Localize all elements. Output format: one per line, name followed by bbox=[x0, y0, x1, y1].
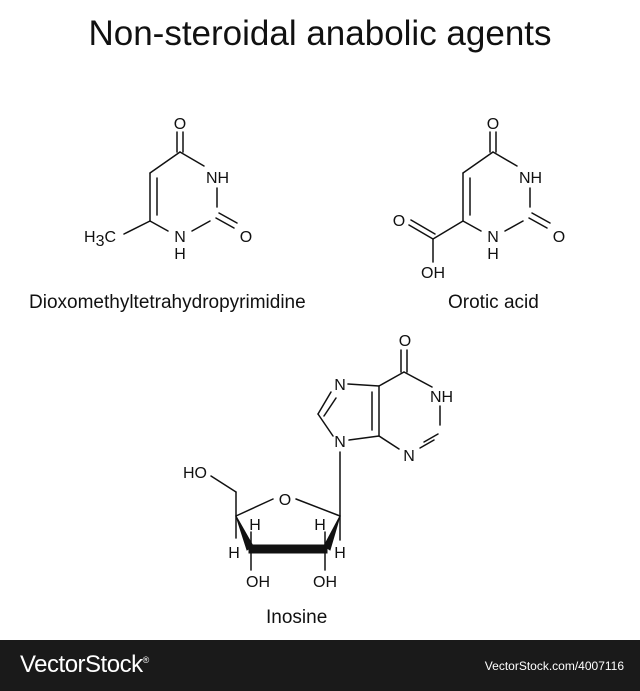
bond bbox=[347, 383, 380, 387]
atom-nh: NH bbox=[519, 170, 542, 187]
atom-h: H bbox=[487, 246, 499, 263]
atom-o: O bbox=[240, 229, 252, 246]
atom-n: N bbox=[403, 448, 415, 465]
atom-h: H bbox=[228, 545, 240, 562]
atom-o: O bbox=[487, 116, 499, 133]
atom-o: O bbox=[279, 492, 291, 509]
bond bbox=[403, 371, 433, 388]
bond bbox=[432, 220, 464, 240]
atom-h: H bbox=[174, 246, 186, 263]
atom-o: O bbox=[399, 333, 411, 350]
atom-n: N bbox=[334, 434, 346, 451]
page-title: Non-steroidal anabolic agents bbox=[88, 14, 552, 53]
bond bbox=[149, 220, 169, 232]
atom-methyl: H3C bbox=[84, 229, 116, 250]
bond bbox=[191, 220, 211, 232]
atom-n: N bbox=[334, 377, 346, 394]
bond-double bbox=[218, 212, 238, 224]
bond-double bbox=[528, 217, 548, 229]
brand-logo: VectorStock® bbox=[20, 651, 149, 678]
bond bbox=[419, 439, 435, 449]
image-id: VectorStock.com/4007116 bbox=[484, 659, 624, 673]
bond bbox=[378, 435, 400, 450]
molecule-inosine: O NH N N N O HO H H H H OH OH bbox=[183, 333, 453, 591]
bond bbox=[462, 220, 482, 232]
bond bbox=[317, 391, 332, 415]
atom-nh: NH bbox=[430, 389, 453, 406]
bond-double bbox=[423, 433, 439, 443]
molecule-dioxomethyltetrahydropyrimidine: O NH O N H H3C bbox=[84, 116, 252, 263]
atom-oh: OH bbox=[313, 574, 337, 591]
structures-canvas: O NH O N H H3C O NH O N H O OH bbox=[84, 116, 565, 591]
atom-h: H bbox=[314, 517, 326, 534]
bond-double bbox=[323, 397, 337, 417]
caption-dioxomethyltetrahydropyrimidine: Dioxomethyltetrahydropyrimidine bbox=[29, 292, 306, 313]
molecule-orotic-acid: O NH O N H O OH bbox=[393, 116, 565, 282]
atom-n: N bbox=[487, 229, 499, 246]
bond bbox=[408, 224, 434, 240]
bond bbox=[492, 151, 518, 167]
caption-orotic-acid: Orotic acid bbox=[448, 292, 539, 313]
atom-o: O bbox=[174, 116, 186, 133]
bond-double bbox=[531, 212, 551, 224]
bond-bold bbox=[248, 544, 328, 554]
bond bbox=[378, 371, 405, 387]
bond-double bbox=[215, 217, 235, 229]
bond bbox=[295, 498, 341, 517]
atom-n: N bbox=[174, 229, 186, 246]
atom-o: O bbox=[553, 229, 565, 246]
bond bbox=[317, 413, 334, 437]
atom-h: H bbox=[334, 545, 346, 562]
bond bbox=[462, 151, 494, 174]
bond bbox=[149, 151, 181, 174]
atom-ho: HO bbox=[183, 465, 207, 482]
atom-h: H bbox=[249, 517, 261, 534]
footer-bar: VectorStock® VectorStock.com/4007116 bbox=[0, 640, 640, 691]
atom-nh: NH bbox=[206, 170, 229, 187]
caption-inosine: Inosine bbox=[266, 607, 328, 628]
atom-oh: OH bbox=[246, 574, 270, 591]
bond bbox=[235, 498, 274, 517]
bond bbox=[123, 220, 151, 235]
bond bbox=[179, 151, 205, 167]
bond bbox=[210, 475, 237, 493]
atom-oh: OH bbox=[421, 265, 445, 282]
bond-double bbox=[410, 219, 436, 235]
atom-o: O bbox=[393, 213, 405, 230]
bond bbox=[504, 220, 524, 232]
bond bbox=[348, 435, 380, 441]
